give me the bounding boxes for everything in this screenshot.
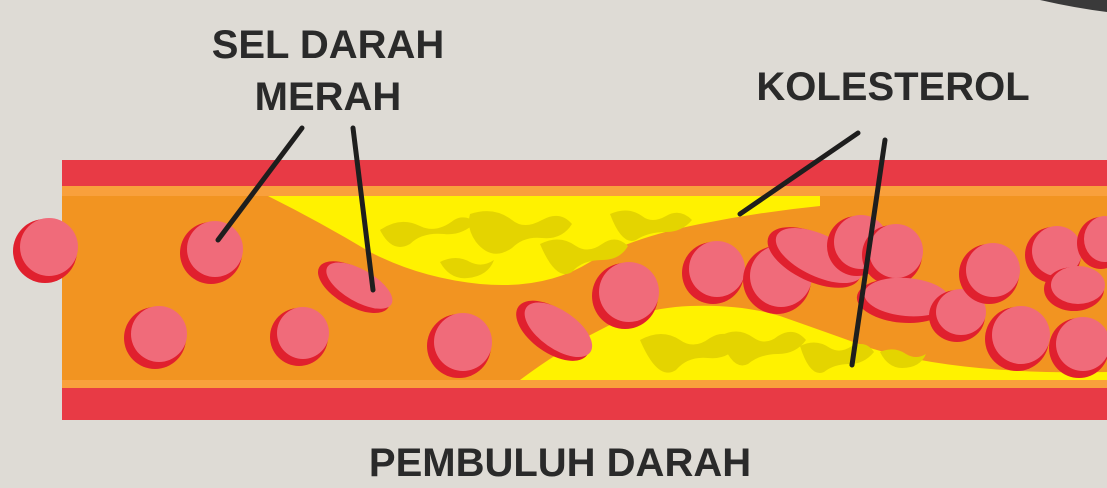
red-blood-cell-body (131, 306, 187, 362)
vessel-wall-bottom (62, 388, 1107, 420)
red-blood-cell-body (187, 221, 243, 277)
red-blood-cell-body (599, 262, 659, 322)
red-blood-cell-body (992, 306, 1050, 364)
red-blood-cell-body (434, 313, 492, 371)
corner-shadow (1040, 0, 1107, 12)
label-red-blood-cells-line2: MERAH (255, 75, 402, 119)
red-blood-cell-body (20, 218, 78, 276)
label-blood-vessel: PEMBULUH DARAH (369, 441, 751, 485)
vessel-wall-top-stripe (62, 186, 1107, 196)
red-blood-cell-body (966, 243, 1020, 297)
red-blood-cell-body (869, 224, 923, 278)
red-blood-cell-body (689, 241, 745, 297)
red-blood-cell-body (1051, 266, 1105, 304)
label-cholesterol: KOLESTEROL (756, 65, 1029, 109)
red-blood-cell-body (277, 307, 329, 359)
label-red-blood-cells-line1: SEL DARAH (212, 23, 445, 67)
